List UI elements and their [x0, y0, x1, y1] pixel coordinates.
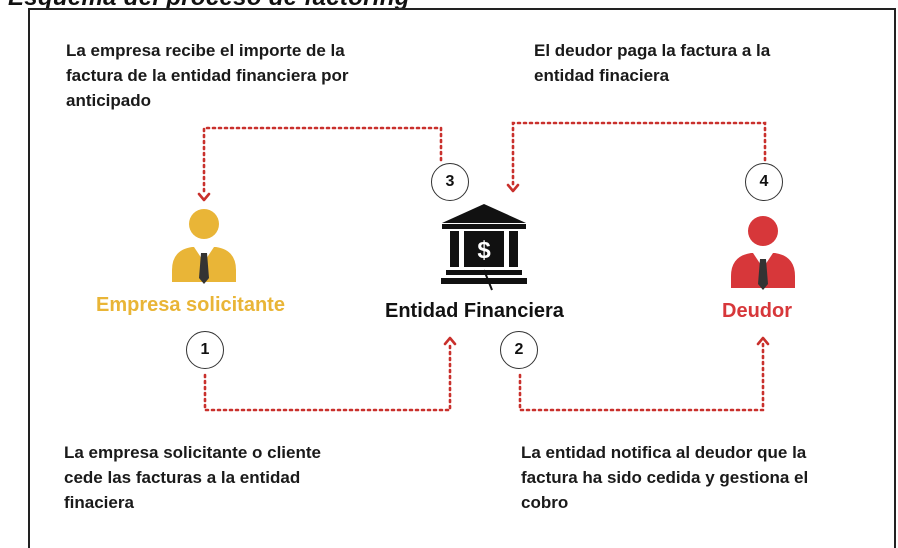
top-caption: Esquema del proceso de factoring [8, 0, 410, 12]
node-entidad-label: Entidad Financiera [385, 300, 564, 322]
arrow-up-icon [443, 336, 457, 346]
step4-line-2: entidad finaciera [534, 66, 670, 85]
step1-line-2: cede las facturas a la entidad [64, 468, 301, 487]
step2-line-3: cobro [521, 493, 569, 512]
connector-step2 [518, 341, 765, 412]
step-circle-3: 3 [431, 163, 469, 201]
diagram-frame [28, 8, 896, 548]
step1-line-1: La empresa solicitante o cliente [64, 443, 321, 462]
step3-line-1: La empresa recibe el importe de la [66, 41, 345, 60]
node-deudor-label: Deudor [722, 300, 792, 322]
bank-dollar-symbol: $ [477, 237, 491, 264]
diagram-graphics: $ [172, 121, 795, 412]
step3-line-2: factura de la entidad financiera por [66, 66, 349, 85]
step2-line-2: factura ha sido cedida y gestiona el [521, 468, 809, 487]
connector-step4 [511, 121, 767, 188]
step4-description: El deudor paga la factura a la entidad f… [534, 38, 770, 88]
bank-icon [441, 204, 527, 291]
step2-description: La entidad notifica al deudor que la fac… [521, 440, 808, 515]
step-circle-1: 1 [186, 331, 224, 369]
step2-line-1: La entidad notifica al deudor que la [521, 443, 807, 462]
step4-line-1: El deudor paga la factura a la [534, 41, 771, 60]
connector-step1 [203, 341, 452, 412]
step3-line-3: anticipado [66, 91, 152, 110]
person-icon [731, 216, 795, 290]
step1-line-3: finaciera [64, 493, 134, 512]
node-empresa-label: Empresa solicitante [96, 294, 285, 316]
arrow-down-icon [197, 192, 211, 202]
step1-description: La empresa solicitante o cliente cede la… [64, 440, 321, 515]
person-icon [172, 209, 236, 284]
step-circle-4: 4 [745, 163, 783, 201]
step-circle-2: 2 [500, 331, 538, 369]
connector-step3 [202, 126, 443, 197]
step3-description: La empresa recibe el importe de la factu… [66, 38, 348, 113]
arrow-down-icon [506, 183, 520, 193]
